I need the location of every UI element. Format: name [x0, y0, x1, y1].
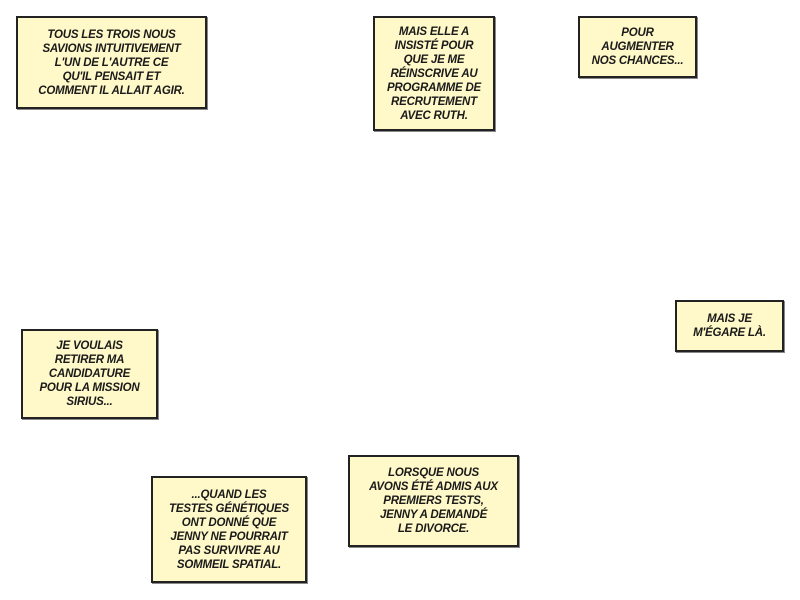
caption-text: LORSQUE NOUS AVONS ÉTÉ ADMIS AUX PREMIER… — [369, 467, 498, 535]
caption-text: MAIS JE M'ÉGARE LÀ. — [693, 313, 766, 339]
caption-box: ...QUAND LES TESTES GÉNÉTIQUES ONT DONNÉ… — [151, 476, 307, 583]
caption-text: JE VOULAIS RETIRER MA CANDIDATURE POUR L… — [39, 340, 140, 408]
caption-text: ...QUAND LES TESTES GÉNÉTIQUES ONT DONNÉ… — [169, 488, 289, 571]
caption-text: TOUS LES TROIS NOUS SAVIONS INTUITIVEMEN… — [38, 28, 185, 97]
caption-text: MAIS ELLE A INSISTÉ POUR QUE JE ME RÉINS… — [386, 25, 482, 122]
caption-box: LORSQUE NOUS AVONS ÉTÉ ADMIS AUX PREMIER… — [348, 455, 519, 547]
caption-box: MAIS ELLE A INSISTÉ POUR QUE JE ME RÉINS… — [373, 16, 495, 131]
caption-text: POUR AUGMENTER NOS CHANCES... — [591, 27, 684, 67]
caption-box: MAIS JE M'ÉGARE LÀ. — [675, 300, 784, 352]
caption-box: TOUS LES TROIS NOUS SAVIONS INTUITIVEMEN… — [16, 16, 207, 109]
caption-box: JE VOULAIS RETIRER MA CANDIDATURE POUR L… — [21, 329, 158, 419]
caption-box: POUR AUGMENTER NOS CHANCES... — [578, 16, 697, 78]
